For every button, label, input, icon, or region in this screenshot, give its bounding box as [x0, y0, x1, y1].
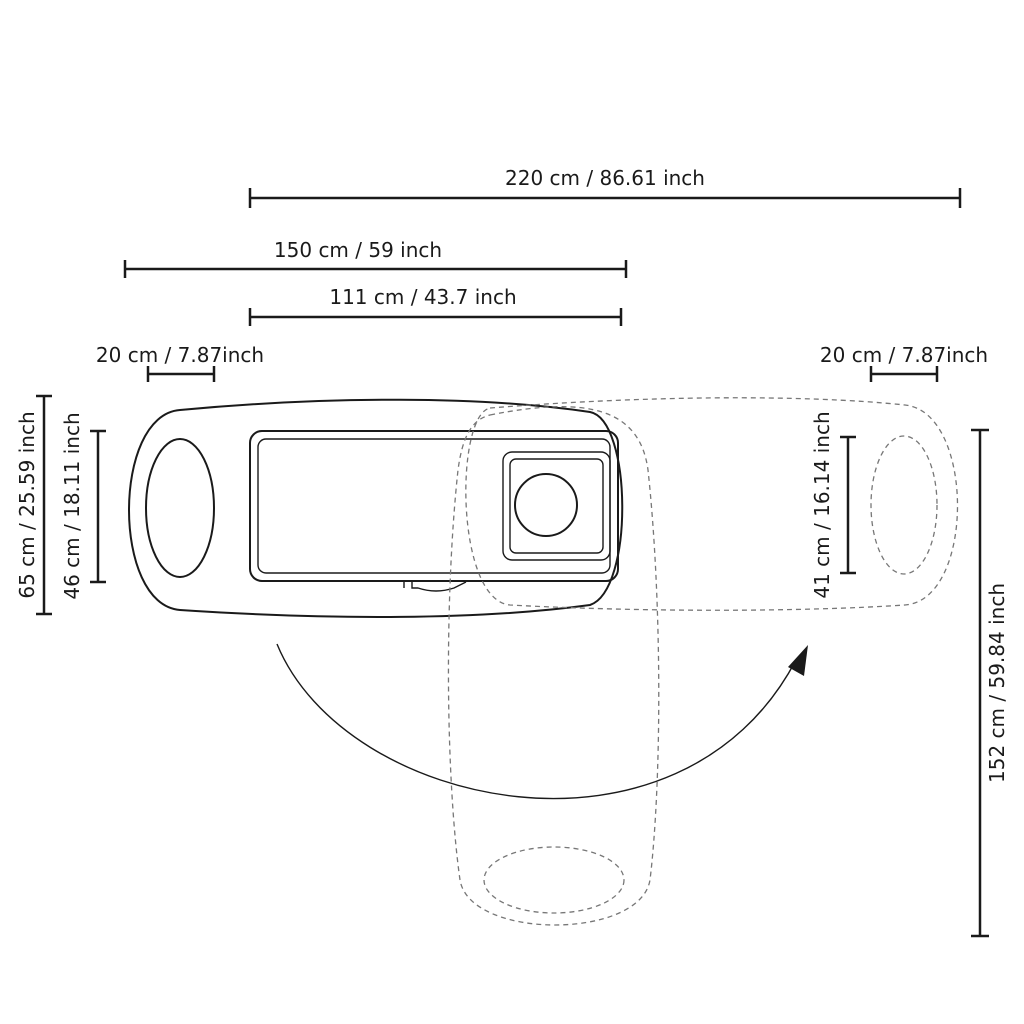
dimension-cutout-width-right: 20 cm / 7.87inch: [820, 343, 988, 382]
cup-holder-inner: [509, 458, 604, 554]
cutout-width-right-label: 20 cm / 7.87inch: [820, 343, 988, 367]
cup-holder-recess: [502, 451, 611, 561]
tray-length-label: 111 cm / 43.7 inch: [329, 285, 516, 309]
extended-handle-cutout: [870, 435, 938, 575]
dimension-rotated-length: 152 cm / 59.84 inch: [971, 428, 1009, 938]
arrow-head-icon: [788, 645, 808, 676]
rotated-table-outline: [447, 406, 660, 926]
total-length-label: 220 cm / 86.61 inch: [505, 166, 705, 190]
table-top-rotated: [447, 406, 660, 926]
dimension-cutout-width-left: 20 cm / 7.87inch: [96, 343, 264, 382]
cutout-height-left-label: 46 cm / 18.11 inch: [60, 412, 84, 599]
cup-holder-circle: [514, 473, 578, 537]
table-length-label: 150 cm / 59 inch: [274, 238, 442, 262]
rotation-arrow: [276, 643, 808, 800]
rotated-length-label: 152 cm / 59.84 inch: [985, 583, 1009, 783]
extended-table-outline: [465, 397, 959, 611]
table-top-closed: [128, 398, 624, 618]
dimension-tray-length: 111 cm / 43.7 inch: [248, 285, 623, 326]
dimension-total-length: 220 cm / 86.61 inch: [248, 166, 962, 208]
dimension-cutout-height-right: 41 cm / 16.14 inch: [810, 411, 856, 599]
tray-outer: [249, 430, 619, 582]
table-top-extended: [465, 397, 959, 611]
rotated-handle-cutout: [483, 846, 625, 914]
table-top-outline: [128, 398, 624, 618]
hinge-detail: [403, 581, 467, 592]
cutout-height-right-label: 41 cm / 16.14 inch: [810, 411, 834, 598]
dimension-cutout-height-left: 46 cm / 18.11 inch: [60, 412, 106, 600]
handle-cutout-left: [145, 438, 215, 578]
cutout-width-left-label: 20 cm / 7.87inch: [96, 343, 264, 367]
dimension-table-length: 150 cm / 59 inch: [123, 238, 628, 278]
table-depth-label: 65 cm / 25.59 inch: [15, 411, 39, 598]
dimension-table-depth: 65 cm / 25.59 inch: [15, 394, 52, 616]
